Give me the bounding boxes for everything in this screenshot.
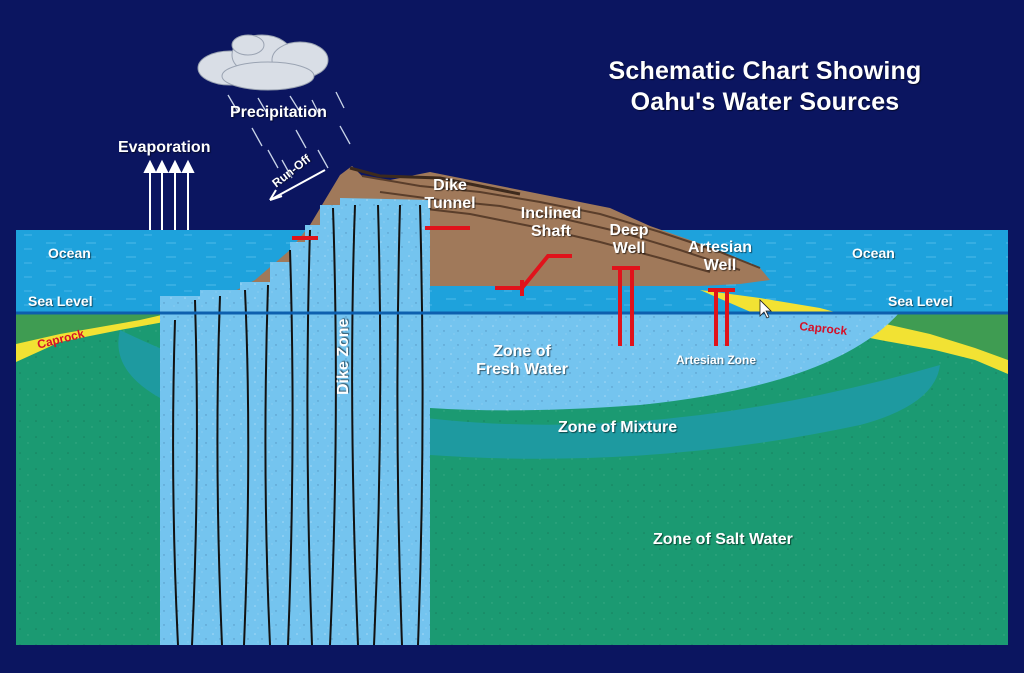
label-zone-mixture: Zone of Mixture [558, 419, 678, 436]
evaporation-arrows-icon [143, 159, 195, 230]
label-precipitation: Precipitation [230, 104, 327, 121]
label-artesian-zone: Artesian Zone [676, 353, 757, 367]
label-deep-well: Deep Well [600, 222, 658, 258]
label-zone-salt-water: Zone of Salt Water [653, 531, 793, 548]
land-right [840, 314, 1008, 366]
label-deep-well-line-1: Deep [609, 222, 649, 239]
label-ocean-right: Ocean [852, 245, 895, 261]
label-sea-level-right: Sea Level [888, 293, 953, 309]
dike-zone-speckle [160, 312, 430, 645]
label-inclined-shaft: Inclined Shaft [513, 205, 589, 241]
label-sea-level-left: Sea Level [28, 293, 93, 309]
label-dike-tunnel-line-2: Tunnel [424, 194, 476, 212]
label-deep-well-line-2: Well [612, 239, 646, 257]
label-inclined-shaft-line-2: Shaft [531, 222, 571, 240]
dike-zone-upper-speckle [160, 198, 430, 312]
title-line-1: Schematic Chart Showing [608, 57, 922, 85]
rock-strata-top [349, 166, 521, 196]
diagram-title: Schematic Chart Showing Oahu's Water Sou… [565, 56, 965, 119]
label-fresh-water-line-2: Fresh Water [476, 360, 568, 378]
label-zone-fresh-water: Zone of Fresh Water [462, 343, 582, 379]
rock-strata-1 [361, 175, 761, 269]
label-dike-tunnel: Dike Tunnel [418, 177, 482, 213]
run-off-arrowhead-icon [269, 189, 283, 201]
label-inclined-shaft-line-1: Inclined [520, 205, 582, 222]
mouse-cursor-icon [759, 299, 772, 319]
cloud-icon [197, 34, 329, 91]
dike-lines [172, 204, 424, 646]
caprock-left [16, 305, 200, 362]
wells [292, 226, 735, 346]
label-artesian-well-line-2: Well [703, 256, 737, 274]
label-artesian-well: Artesian Well [680, 239, 760, 275]
title-line-2: Oahu's Water Sources [630, 88, 900, 117]
label-dike-tunnel-line-1: Dike [433, 177, 467, 194]
rain-icon [227, 91, 351, 179]
label-ocean-left: Ocean [48, 245, 91, 261]
label-artesian-well-line-1: Artesian [687, 239, 753, 256]
label-dike-zone: Dike Zone [335, 318, 352, 395]
label-evaporation: Evaporation [118, 139, 211, 156]
run-off-arrow-icon [269, 169, 326, 201]
fresh-speckle [140, 312, 900, 411]
rock-strata-3 [399, 205, 711, 273]
label-fresh-water-line-1: Zone of [493, 343, 551, 360]
inclined-shaft-path [495, 254, 572, 290]
rock-strata-2 [379, 191, 741, 271]
